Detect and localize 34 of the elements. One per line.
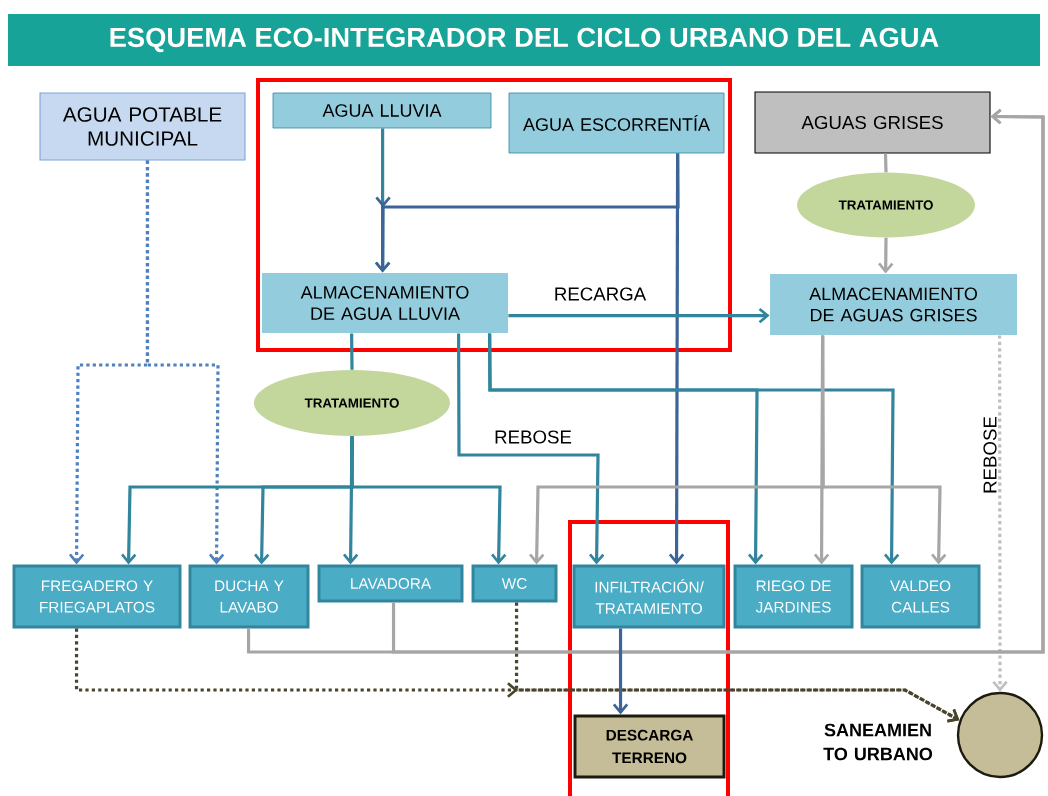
- edge-label: REBOSE: [492, 429, 574, 445]
- highlight-frame: [256, 78, 732, 352]
- connector-arrow: [668, 153, 685, 565]
- connector-arrow: [821, 335, 947, 565]
- edge-label: REBOSE: [982, 414, 998, 496]
- connector-arrow: [488, 333, 900, 565]
- node-caption: SANEAMIEN TO URBANO: [823, 723, 933, 761]
- edge-label: RECARGA: [552, 286, 648, 302]
- process-box: ALMACENAMIENTO DE AGUAS GRISES: [770, 274, 1017, 335]
- use-box: VALDEO CALLES: [860, 564, 981, 629]
- sewer-circle: [956, 691, 1044, 779]
- connector-arrow: [878, 237, 894, 274]
- highlight-frame: [568, 520, 730, 796]
- process-box: AGUA ESCORRENTÍA: [508, 92, 725, 154]
- use-box: INFILTRACIÓN/ TRATAMIENTO: [572, 564, 726, 629]
- connector-arrow: [507, 602, 960, 723]
- use-box: RIEGO DE JARDINES: [733, 564, 854, 629]
- connector-arrow: [391, 108, 1045, 654]
- source-box: AGUAS GRISES: [754, 91, 991, 154]
- connector-arrow: [612, 628, 629, 715]
- process-box: ALMACENAMIENTO DE AGUA LLUVIA: [262, 273, 508, 333]
- connector-arrow: [992, 335, 1008, 692]
- use-box: WC: [471, 564, 558, 603]
- source-box: AGUA POTABLE MUNICIPAL: [39, 92, 246, 161]
- outlet-box: DESCARGA TERRENO: [573, 714, 726, 779]
- use-box: LAVADORA: [317, 564, 464, 603]
- use-box: DUCHA Y LAVABO: [188, 564, 310, 629]
- connector-arrow: [145, 160, 225, 565]
- connector-arrow: [457, 333, 605, 565]
- use-box: FREGADERO Y FRIEGAPLATOS: [12, 564, 182, 629]
- connector-arrow: [508, 307, 770, 324]
- connector-arrow: [350, 436, 507, 565]
- title-band: ESQUEMA ECO-INTEGRADOR DEL CICLO URBANO DEL AGUA: [8, 14, 1040, 66]
- process-box: AGUA LLUVIA: [272, 92, 492, 129]
